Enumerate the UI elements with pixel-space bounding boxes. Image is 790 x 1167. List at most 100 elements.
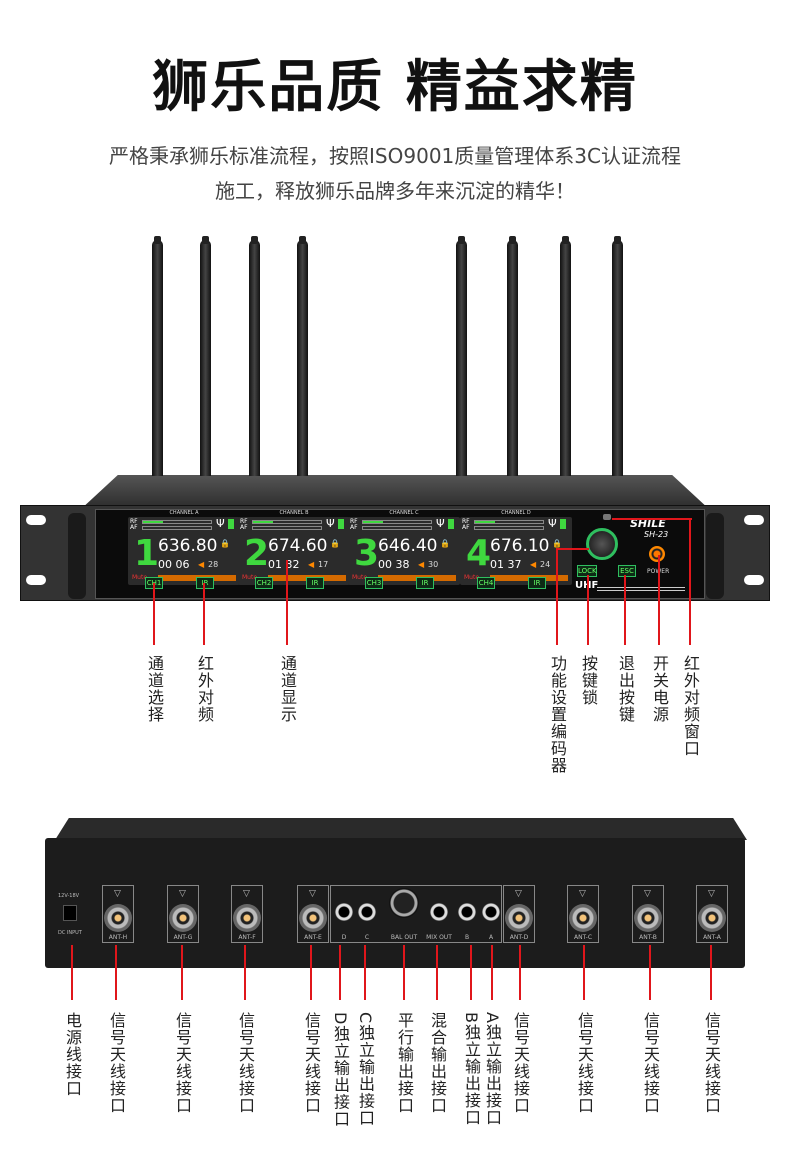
chassis-top bbox=[55, 818, 747, 840]
output-label: B bbox=[464, 934, 470, 941]
callout-label: 信号天线接口 bbox=[302, 1012, 321, 1114]
channel-header: CHANNEL D bbox=[501, 510, 531, 516]
quarter-inch-output-jack[interactable] bbox=[335, 903, 353, 921]
antenna-port-label: ANT-F bbox=[238, 934, 256, 941]
ir-pair-button[interactable]: IR bbox=[196, 577, 214, 589]
ir-window-icon bbox=[603, 514, 611, 520]
antenna-icon: ▽ bbox=[114, 889, 121, 899]
lock-icon: 🔒 bbox=[552, 539, 562, 548]
ir-pair-button[interactable]: IR bbox=[528, 577, 546, 589]
mute-label: Mute bbox=[242, 574, 258, 581]
callout-line bbox=[491, 945, 493, 1000]
subtitle-line-1: 严格秉承狮乐标准流程，按照ISO9001质量管理体系3C认证流程 bbox=[109, 144, 681, 168]
channel-number: 4 bbox=[466, 533, 492, 574]
rf-meter bbox=[474, 520, 544, 524]
callout-label: 通道显示 bbox=[278, 655, 297, 723]
callout-line bbox=[286, 560, 288, 645]
output-label: MIX OUT bbox=[426, 934, 452, 941]
antenna-icon: ▽ bbox=[644, 889, 651, 899]
callout-line bbox=[181, 945, 183, 1000]
antenna bbox=[456, 236, 467, 476]
callout-label: 退出按键 bbox=[616, 655, 635, 723]
bnc-antenna-connector[interactable] bbox=[169, 904, 197, 932]
power-button[interactable] bbox=[649, 546, 665, 562]
battery-icon bbox=[338, 519, 344, 529]
output-label: D bbox=[341, 934, 347, 941]
antenna bbox=[297, 236, 308, 476]
speaker-icon: ◀ bbox=[198, 560, 205, 569]
bnc-antenna-connector[interactable] bbox=[104, 904, 132, 932]
af-label: AF bbox=[462, 524, 470, 531]
rf-label: RF bbox=[350, 518, 358, 525]
quarter-inch-output-jack[interactable] bbox=[430, 903, 448, 921]
dc-input-jack[interactable] bbox=[63, 905, 77, 921]
antenna-port-label: ANT-G bbox=[173, 934, 193, 941]
antenna-signal-icon: Ψ bbox=[548, 517, 557, 530]
output-label: C bbox=[364, 934, 370, 941]
callout-label: 功能设置编码器 bbox=[548, 655, 567, 774]
quarter-inch-output-jack[interactable] bbox=[358, 903, 376, 921]
antenna bbox=[249, 236, 260, 476]
mute-label: Mute bbox=[464, 574, 480, 581]
channel-timer: 01 32 bbox=[268, 558, 300, 571]
callout-line bbox=[153, 583, 155, 645]
rf-label: RF bbox=[240, 518, 248, 525]
antenna-port-frame bbox=[567, 885, 599, 943]
encoder-knob[interactable] bbox=[586, 528, 618, 560]
quarter-inch-output-jack[interactable] bbox=[482, 903, 500, 921]
channel-frequency: 676.10 bbox=[490, 536, 550, 556]
channel-frequency: 646.40 bbox=[378, 536, 438, 556]
rf-meter bbox=[362, 520, 432, 524]
callout-label: 按键锁 bbox=[579, 655, 598, 706]
xlr-balanced-output[interactable] bbox=[389, 888, 419, 918]
bnc-antenna-connector[interactable] bbox=[569, 904, 597, 932]
callout-line bbox=[436, 945, 438, 1000]
callout-line bbox=[115, 945, 117, 1000]
antenna-port-label: ANT-D bbox=[509, 934, 529, 941]
bnc-antenna-connector[interactable] bbox=[233, 904, 261, 932]
antenna-icon: ▽ bbox=[708, 889, 715, 899]
band-stripe bbox=[597, 587, 685, 591]
callout-line bbox=[689, 520, 691, 645]
channel-header: CHANNEL A bbox=[169, 510, 199, 516]
mute-label: Mute bbox=[352, 574, 368, 581]
ir-pair-button[interactable]: IR bbox=[306, 577, 324, 589]
bnc-antenna-connector[interactable] bbox=[505, 904, 533, 932]
speaker-icon: ◀ bbox=[530, 560, 537, 569]
rf-label: RF bbox=[462, 518, 470, 525]
ir-pair-button[interactable]: IR bbox=[416, 577, 434, 589]
bnc-antenna-connector[interactable] bbox=[698, 904, 726, 932]
callout-label: 信号天线接口 bbox=[511, 1012, 530, 1114]
band-label: UHF bbox=[575, 580, 598, 591]
af-label: AF bbox=[130, 524, 138, 531]
subtitle-line-2: 施工，释放狮乐品牌多年来沉淀的精华！ bbox=[215, 179, 575, 203]
channel-select-button[interactable]: CH4 bbox=[477, 577, 495, 589]
callout-line bbox=[658, 555, 660, 645]
lock-icon: 🔒 bbox=[440, 539, 450, 548]
output-label: A bbox=[488, 934, 494, 941]
antenna bbox=[507, 236, 518, 476]
af-meter bbox=[362, 526, 432, 530]
callout-line bbox=[71, 945, 73, 1000]
rf-meter bbox=[252, 520, 322, 524]
chassis-top bbox=[80, 475, 710, 510]
esc-button[interactable]: ESC bbox=[618, 565, 636, 577]
antenna bbox=[152, 236, 163, 476]
antenna-port-frame bbox=[696, 885, 728, 943]
dc-label: DC INPUT bbox=[58, 930, 82, 936]
bnc-antenna-connector[interactable] bbox=[634, 904, 662, 932]
channel-select-button[interactable]: CH2 bbox=[255, 577, 273, 589]
callout-line bbox=[470, 945, 472, 1000]
rack-hole bbox=[26, 575, 46, 585]
af-label: AF bbox=[240, 524, 248, 531]
channel-select-button[interactable]: CH3 bbox=[365, 577, 383, 589]
channel-volume: 17 bbox=[318, 560, 329, 569]
lock-button[interactable]: LOCK bbox=[577, 565, 597, 577]
antenna-port-label: ANT-A bbox=[703, 934, 721, 941]
callout-line bbox=[710, 945, 712, 1000]
callout-label: 信号天线接口 bbox=[236, 1012, 255, 1114]
mute-label: Mute bbox=[132, 574, 148, 581]
quarter-inch-output-jack[interactable] bbox=[458, 903, 476, 921]
bnc-antenna-connector[interactable] bbox=[299, 904, 327, 932]
